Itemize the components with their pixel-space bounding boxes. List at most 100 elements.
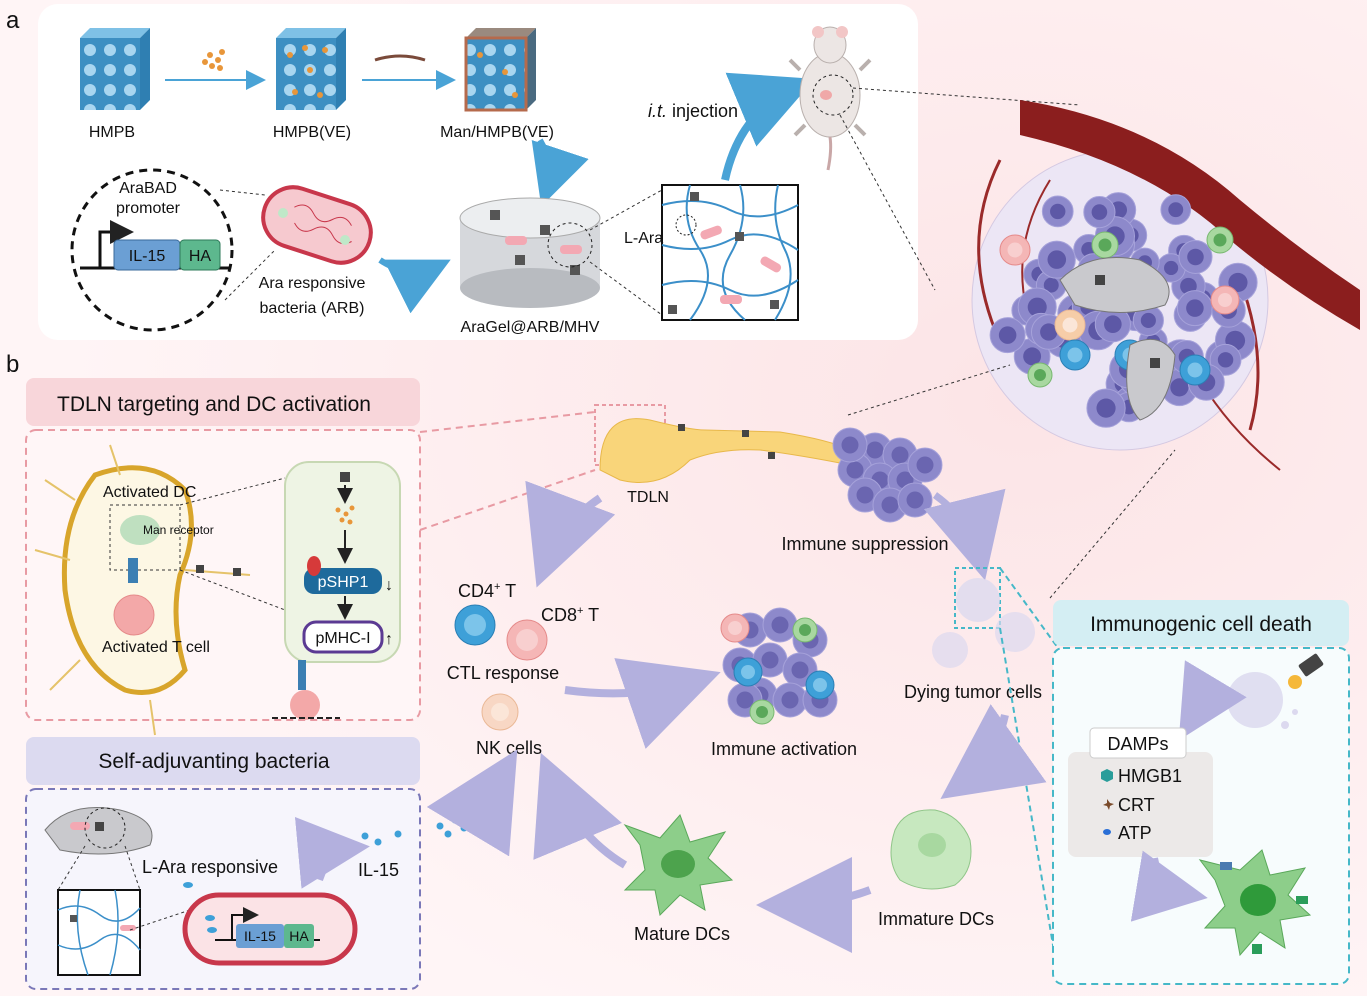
man-hmpb-ve-label: Man/HMPB(VE) — [440, 124, 554, 141]
mouse-icon — [788, 26, 872, 171]
arrow-secrete — [294, 817, 370, 889]
dying-highlight-box — [954, 567, 1001, 629]
dying-tumor-label: Dying tumor cells — [904, 682, 1042, 702]
mature-dcs-label: Mature DCs — [634, 924, 730, 944]
damps-label: DAMPs — [1107, 734, 1168, 754]
small-zoom-line-3 — [129, 909, 191, 931]
damps-header-box — [1089, 727, 1187, 759]
cd8-t-cell-nucleus — [728, 621, 742, 635]
tdln-label: TDLN — [627, 489, 669, 506]
tumor-cell-nucleus — [1040, 323, 1058, 341]
arrow-dying-to-immature — [940, 704, 1047, 799]
gel-network — [661, 184, 799, 321]
immune-suppression-label: Immune suppression — [781, 534, 948, 554]
cd4-t-cell-nucleus — [741, 665, 755, 679]
suppressed-tumor-cell-nucleus — [856, 486, 874, 504]
atp-icon — [1103, 829, 1111, 835]
tumor-cell-nucleus — [1187, 248, 1204, 266]
gel-fragment-2 — [1126, 338, 1176, 421]
tumor-cell-nucleus — [1170, 378, 1189, 397]
hmpb-label: HMPB — [89, 124, 135, 141]
cd8-sup: + — [577, 605, 583, 617]
il15-gene-label: IL-15 — [129, 248, 166, 265]
activated-tumor-cell-nucleus — [771, 616, 789, 634]
dc-zoom-box — [109, 504, 181, 571]
mature-dc-icon — [623, 814, 734, 917]
tumor-site-circle — [812, 74, 854, 116]
nk-nucleus — [491, 703, 509, 721]
dc-nucleus — [120, 515, 160, 545]
cd4-nucleus — [464, 614, 486, 636]
gel-zoom-circle — [547, 222, 593, 268]
arrow-to-immune-activation — [564, 658, 721, 749]
tumor-cell-nucleus — [1140, 312, 1156, 329]
hmpb-ve-cube — [276, 28, 346, 110]
man-hmpb-ve-cube — [464, 28, 536, 112]
activated-tumor-cell-nucleus — [791, 661, 809, 679]
crt-label: CRT — [1118, 795, 1155, 815]
arrow-mature-to-t — [533, 752, 628, 869]
icd-header — [1053, 600, 1349, 646]
tumor-cell-nucleus — [1091, 204, 1108, 220]
immature-dcs-label: Immature DCs — [878, 909, 994, 929]
hmpb-ve-label: HMPB(VE) — [273, 124, 351, 141]
aragel-label: AraGel@ARB/MHV — [461, 319, 600, 336]
ha-small-label: HA — [289, 928, 309, 944]
cd8-nucleus — [516, 629, 538, 651]
tumor-cell-nucleus — [1228, 272, 1248, 293]
cd8-t-cell-nucleus — [1007, 242, 1023, 258]
arrow-to-dying — [923, 488, 1006, 581]
pmhc-label: pMHC-I — [315, 630, 370, 647]
dc-zoom-line-2 — [179, 569, 286, 611]
il15-secreted-label: IL-15 — [358, 860, 399, 880]
hmgb1-label: HMGB1 — [1118, 766, 1182, 786]
suppressed-tumor-cell-nucleus — [906, 491, 924, 509]
mouse-zoom-line-1 — [852, 87, 1081, 106]
tumor-cell-nucleus — [1023, 347, 1042, 366]
blood-vessel — [1020, 100, 1360, 330]
gel-zoom-line-2 — [589, 261, 663, 316]
arabad-label: AraBAD — [119, 180, 177, 197]
self-adj-title: Self-adjuvanting bacteria — [98, 750, 329, 773]
arrow-release-damps — [1178, 660, 1247, 741]
immune-activation-label: Immune activation — [711, 739, 857, 759]
pshp1-down-arrow: ↓ — [385, 577, 393, 594]
bacterium-icon — [261, 185, 373, 265]
tumor-cell-nucleus — [1104, 315, 1122, 334]
tdln-box-title: TDLN targeting and DC activation — [57, 393, 371, 416]
icd-connector-2 — [999, 627, 1059, 976]
promoter-label: promoter — [116, 200, 181, 217]
injection-italic: i.t. — [648, 101, 667, 121]
atp-label: ATP — [1118, 823, 1152, 843]
icd-title: Immunogenic cell death — [1090, 613, 1312, 636]
suppressed-tumor-cell-nucleus — [846, 461, 864, 479]
tdln-connector-1 — [419, 411, 596, 433]
suppressed-tumor-cell-nucleus — [916, 456, 934, 474]
small-gel-network — [57, 889, 141, 976]
cd8-main: CD8 — [541, 605, 577, 625]
tumor-cell-nucleus — [1164, 260, 1179, 276]
dendritic-cell-nucleus — [799, 624, 811, 636]
dendritic-cell-nucleus — [1098, 238, 1112, 252]
cd4-sup: + — [494, 581, 500, 593]
dc-zoom-line-1 — [179, 477, 286, 506]
suppressed-tumor-cell-nucleus — [866, 441, 884, 459]
nk-cell-nucleus — [1062, 317, 1078, 333]
lara-marker-circle — [675, 214, 697, 236]
cd4-t-cell-nucleus — [1067, 347, 1083, 363]
crt-icon — [1103, 799, 1114, 810]
activated-dc-icd-icon — [1198, 849, 1312, 957]
ha-gene-box — [179, 239, 221, 271]
zoom-line-1 — [219, 189, 266, 196]
il15-dots-icon — [361, 830, 402, 846]
small-zoom-line-2 — [124, 845, 141, 891]
pshp1-label: pSHP1 — [318, 574, 369, 591]
arrow-bacteria-to-gel — [378, 257, 451, 314]
suppressed-tumor-cell-nucleus — [891, 446, 909, 464]
suppressed-tumor — [832, 427, 943, 523]
drug-dots-icon — [202, 49, 225, 71]
tumor-cell-nucleus — [998, 326, 1017, 344]
arrow-immature-to-mature — [756, 856, 872, 953]
tumor-cell-nucleus — [1096, 398, 1116, 418]
